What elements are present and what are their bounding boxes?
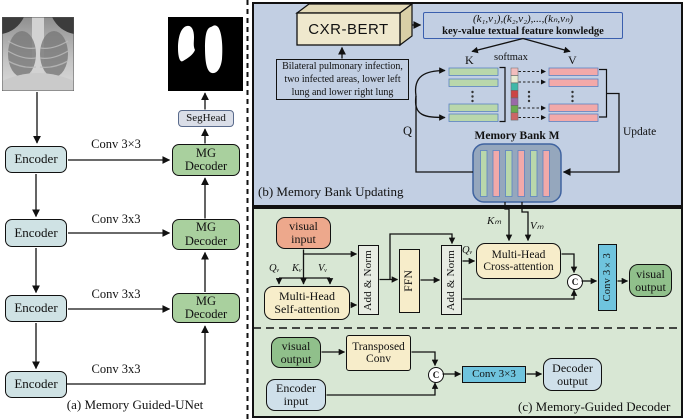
mg-decoder-box-2: MG Decoder: [172, 219, 240, 250]
kv-label: Kᵥ: [292, 263, 302, 274]
mhca-label: Multi-Head: [491, 248, 546, 261]
vm-label: Vₘ: [530, 220, 544, 232]
lung-mask-image: [168, 17, 243, 91]
v-column-label: V: [568, 53, 577, 67]
multi-head-self-attention-box: Multi-Head Self-attention: [264, 286, 350, 320]
conv-label-3: Conv 3x3: [91, 287, 141, 301]
panel-c-caption: (c) Memory-Guided Decoder: [518, 399, 671, 414]
conv3x3-vertical-box: Conv 3×3: [598, 244, 617, 311]
concat-circle-2: C: [428, 367, 444, 383]
encoder-box-1: Encoder: [5, 146, 67, 173]
cxr-bert-label: CXR-BERT: [308, 20, 389, 38]
key-value-knowledge-box: (k₁,v₁),(k₂,v₂),...,(kₙ,vₙ) key-value te…: [423, 12, 623, 39]
visual-output-box-top: visual output: [629, 264, 672, 297]
decoder-output-box: Decoder output: [543, 358, 602, 391]
transposed-conv-label: Conv: [366, 353, 391, 365]
concat-label: C: [432, 370, 440, 380]
conv-label-2: Conv 3x3: [91, 212, 141, 226]
mg-decoder-label: MG: [195, 220, 217, 234]
add-norm-label: Add & Norm: [444, 249, 457, 311]
softmax-label: softmax: [494, 52, 528, 63]
chest-xray-image: [1, 16, 75, 92]
seghead-box: SegHead: [178, 110, 234, 127]
encoder-box-4: Encoder: [5, 371, 67, 398]
update-label: Update: [623, 126, 657, 138]
report-line: two infected areas, lower left: [284, 74, 401, 85]
mg-decoder-label: MG: [195, 145, 217, 160]
conv-label-1: Conv 3×3: [91, 137, 141, 151]
visual-input-box: visual input: [276, 217, 331, 249]
mhsa-label: Self-attention: [274, 302, 340, 316]
mhca-label: Cross-attention: [483, 261, 554, 273]
decoder-output-label: output: [557, 373, 588, 388]
kv-pairs-text: (k₁,v₁),(k₂,v₂),...,(kₙ,vₙ): [472, 12, 574, 25]
k-column-label: K: [465, 53, 474, 67]
qv-label: Qᵥ: [269, 263, 280, 274]
report-line: lung and lower right lung: [291, 87, 394, 98]
panel-a-caption: (a) Memory Guided-UNet: [66, 397, 204, 412]
km-label: Kₘ: [487, 215, 502, 227]
encoder-input-label: input: [283, 394, 309, 408]
report-line: Bilateral pulmonary infection,: [282, 61, 403, 72]
encoder-label: Encoder: [14, 376, 58, 392]
visual-output-label: output: [280, 351, 312, 366]
memory-bank-label: Memory Bank M: [474, 130, 560, 142]
visual-output-label: visual: [281, 338, 311, 353]
visual-output-label: output: [635, 279, 666, 294]
conv3x3-bottom-box: Conv 3×3: [462, 366, 526, 383]
panel-b-caption: (b) Memory Bank Updating: [258, 184, 404, 199]
ffn-label: FFN: [403, 270, 416, 292]
encoder-box-3: Encoder: [5, 295, 67, 322]
add-norm-label: Add & Norm: [361, 249, 374, 311]
vv-label: Vᵥ: [318, 263, 328, 274]
visual-input-label: visual: [289, 219, 318, 234]
mg-decoder-label: Decoder: [184, 159, 228, 173]
mg-decoder-box-1: MG Decoder: [172, 144, 240, 176]
concat-circle-1: C: [567, 274, 583, 290]
transposed-conv-label: Transposed: [352, 340, 405, 353]
conv3x3-label: Conv 3×3: [601, 253, 613, 302]
encoder-label: Encoder: [14, 300, 58, 316]
transposed-conv-box: Transposed Conv: [346, 335, 411, 371]
encoder-label: Encoder: [14, 224, 58, 240]
visual-output-box-bottom: visual output: [271, 337, 321, 368]
encoder-input-box: Encoder input: [266, 379, 326, 411]
conv3x3-label: Conv 3×3: [472, 367, 516, 380]
encoder-input-label: Encoder: [276, 381, 316, 396]
qv2-label: Qᵥ: [462, 245, 473, 256]
decoder-output-label: Decoder: [552, 360, 593, 375]
ffn-box: FFN: [399, 249, 420, 313]
encoder-box-2: Encoder: [5, 219, 67, 247]
concat-label: C: [571, 277, 579, 287]
mhsa-label: Multi-Head: [279, 289, 335, 304]
add-norm-box-2: Add & Norm: [441, 245, 462, 315]
conv-label-4: Conv 3x3: [91, 362, 141, 376]
mg-decoder-label: MG: [195, 293, 217, 308]
kv-caption-text: key-value textual feature konwledge: [442, 25, 604, 37]
add-norm-box-1: Add & Norm: [358, 245, 379, 315]
encoder-label: Encoder: [14, 151, 58, 167]
multi-head-cross-attention-box: Multi-Head Cross-attention: [476, 243, 561, 279]
mg-decoder-label: Decoder: [184, 233, 228, 248]
seghead-label: SegHead: [186, 111, 226, 124]
visual-input-label: input: [291, 232, 316, 246]
mg-decoder-box-3: MG Decoder: [172, 293, 240, 323]
report-text-box: Bilateral pulmonary infection, two infec…: [276, 59, 409, 100]
visual-output-label: visual: [636, 266, 665, 281]
mg-decoder-label: Decoder: [184, 307, 228, 321]
q-label: Q: [403, 124, 413, 138]
